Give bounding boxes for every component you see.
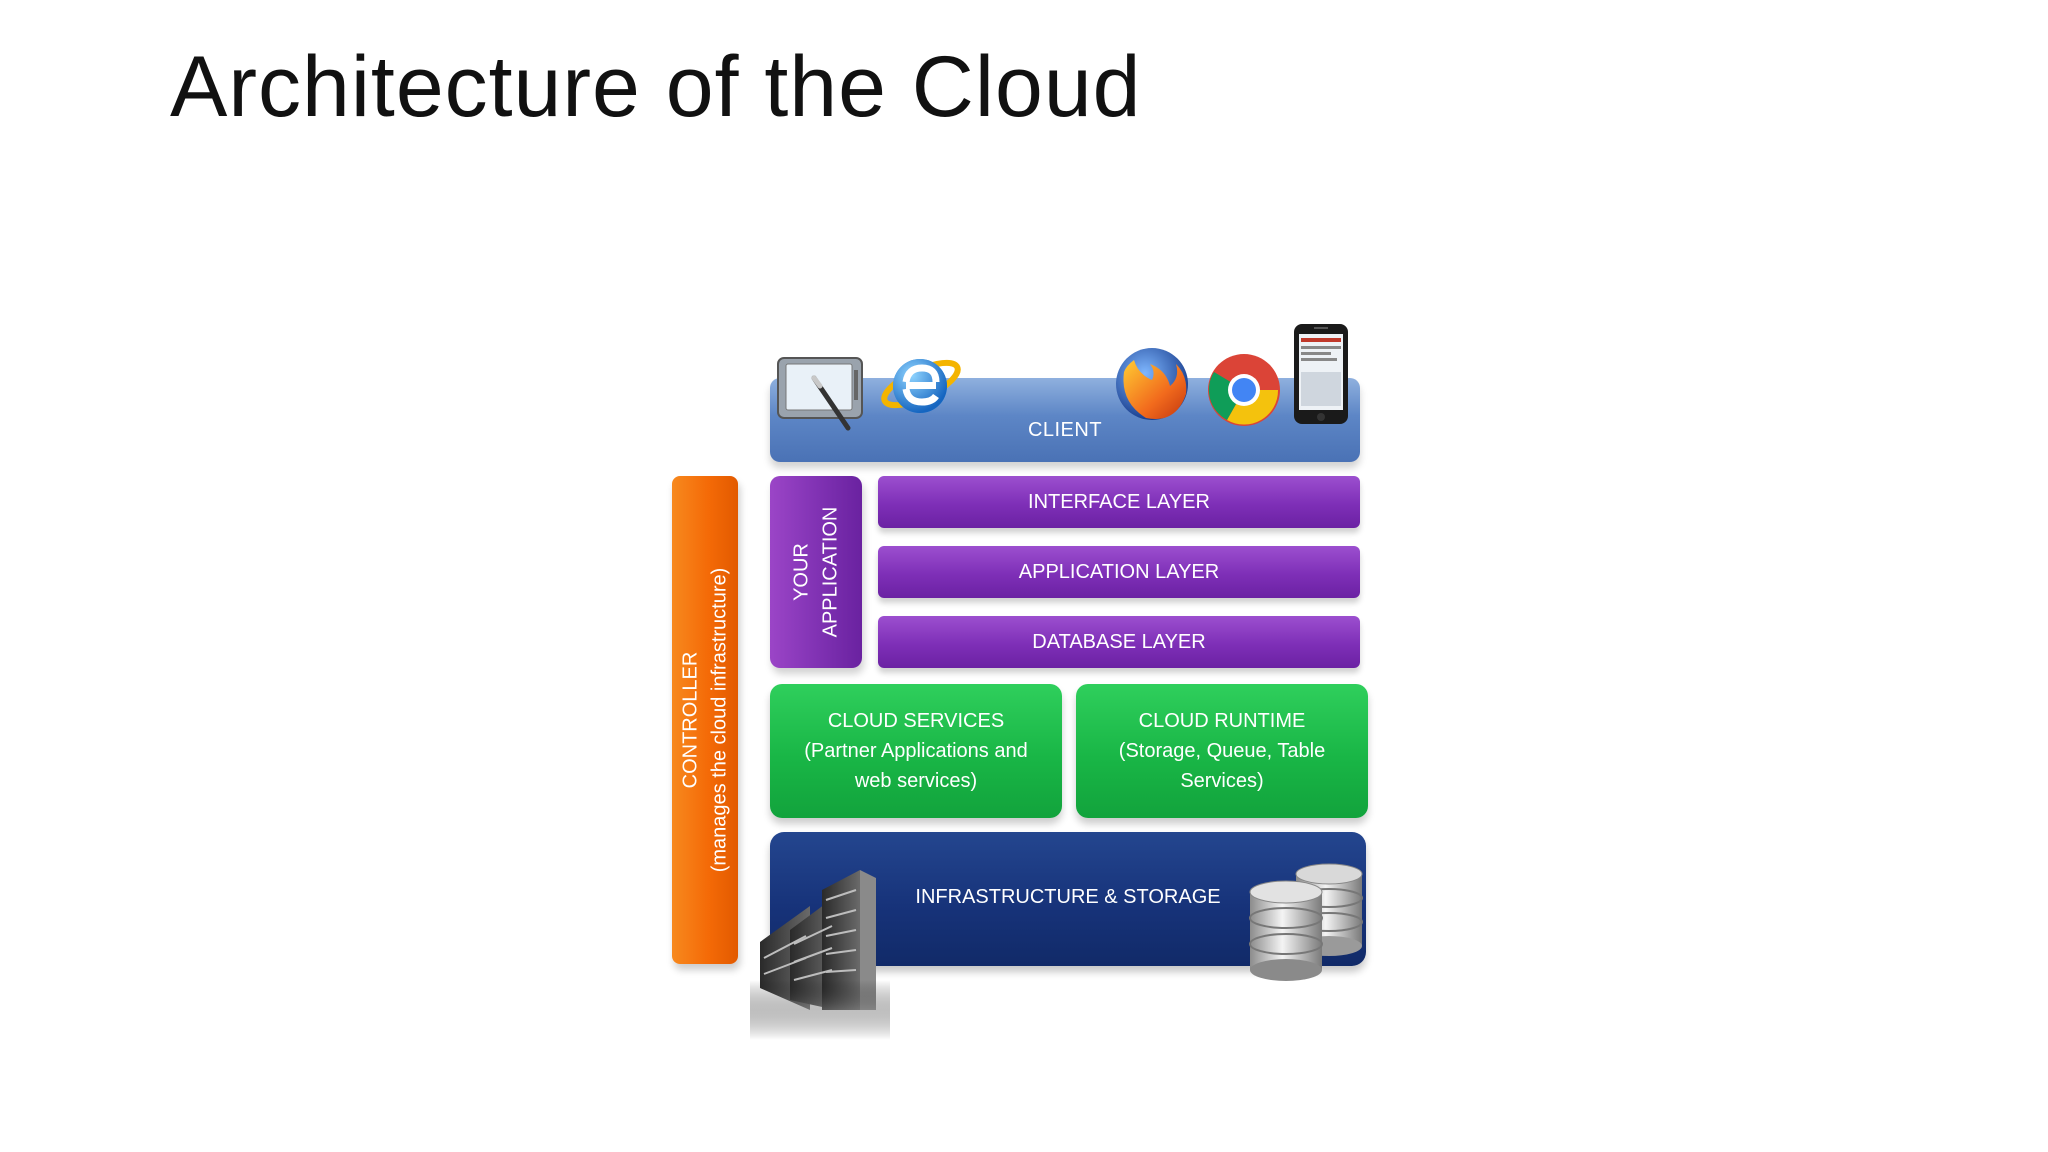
- cloud-architecture-diagram: CLIENT: [660, 320, 1400, 1040]
- client-label: CLIENT: [1027, 418, 1103, 441]
- cloud-services-block: CLOUD SERVICES (Partner Applications and…: [770, 684, 1062, 818]
- chrome-icon: [1208, 354, 1280, 426]
- cloud-services-desc-1: (Partner Applications and: [804, 740, 1028, 762]
- your-application-line2: APPLICATION: [819, 506, 841, 638]
- application-layer: APPLICATION LAYER: [878, 546, 1360, 598]
- cloud-runtime-title: CLOUD RUNTIME: [1138, 710, 1306, 732]
- page-title: Architecture of the Cloud: [170, 39, 1142, 135]
- interface-layer: INTERFACE LAYER: [878, 476, 1360, 528]
- firefox-icon: [1116, 348, 1188, 420]
- database-layer: DATABASE LAYER: [878, 616, 1360, 668]
- cloud-services-title: CLOUD SERVICES: [827, 710, 1005, 732]
- internet-explorer-icon: [881, 359, 961, 413]
- application-layer-label: APPLICATION LAYER: [1018, 560, 1220, 583]
- infrastructure-label: INFRASTRUCTURE & STORAGE: [915, 886, 1221, 908]
- controller-title: CONTROLLER: [679, 651, 701, 789]
- smartphone-icon: [1294, 324, 1348, 424]
- database-layer-label: DATABASE LAYER: [1032, 630, 1206, 653]
- your-application-line1: YOUR: [790, 543, 812, 601]
- controller-subtitle: (manages the cloud infrastructure): [708, 567, 730, 873]
- controller-block: CONTROLLER (manages the cloud infrastruc…: [672, 476, 738, 964]
- controller-text: CONTROLLER (manages the cloud infrastruc…: [676, 568, 734, 873]
- cloud-runtime-block: CLOUD RUNTIME (Storage, Queue, Table Ser…: [1076, 684, 1368, 818]
- your-application-block: YOUR APPLICATION: [770, 476, 862, 668]
- cloud-runtime-desc-1: (Storage, Queue, Table: [1118, 740, 1326, 762]
- your-application-text: YOUR APPLICATION: [787, 507, 845, 638]
- tablet-pen-icon: [777, 357, 863, 431]
- server-rack-icon: [750, 870, 890, 1040]
- database-icon: [1249, 863, 1363, 981]
- cloud-services-desc-2: web services): [854, 770, 978, 792]
- cloud-runtime-desc-2: Services): [1180, 770, 1264, 792]
- interface-layer-label: INTERFACE LAYER: [1028, 490, 1210, 513]
